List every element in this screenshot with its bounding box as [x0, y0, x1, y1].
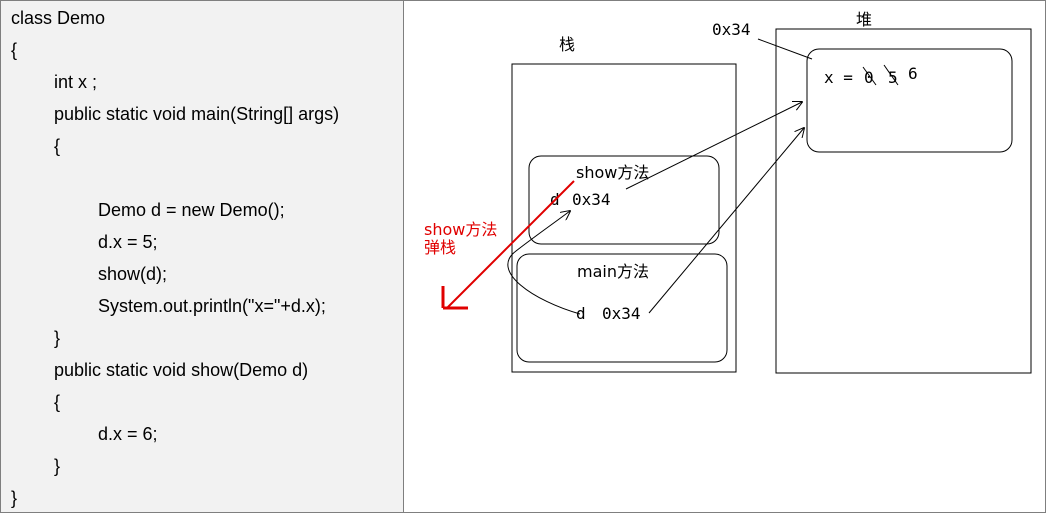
- memory-diagram-svg: 栈 show方法 d 0x34 main方法 d 0x34 堆 0x34 x =…: [424, 10, 1032, 374]
- code-line: }: [54, 456, 61, 476]
- show-ref-arrow: [625, 102, 802, 190]
- footer-strip: [0, 513, 1048, 518]
- pop-label-line1: show方法: [424, 220, 497, 239]
- code-line: {: [54, 136, 61, 156]
- code-line: }: [54, 328, 61, 348]
- code-line: {: [54, 392, 61, 412]
- code-line: }: [11, 488, 18, 508]
- param-pass-arrow: [507, 211, 581, 315]
- main-frame-var: d: [576, 304, 586, 323]
- heap-new-value: 6: [908, 64, 918, 83]
- main-frame-title: main方法: [577, 262, 649, 281]
- heap-field: x =: [824, 68, 853, 87]
- code-panel: class Demo { int x ; public static void mai…: [1, 1, 404, 512]
- code-line: int x ;: [54, 72, 98, 92]
- code-line: d.x = 5;: [98, 232, 158, 252]
- heap-label: 堆: [856, 10, 872, 29]
- show-frame-title: show方法: [576, 163, 649, 182]
- stack-label: 栈: [559, 35, 575, 54]
- strike-old-0: [862, 66, 877, 86]
- show-frame-value: 0x34: [572, 190, 611, 209]
- strike-old-1: [883, 64, 899, 86]
- code-line: System.out.println("x="+d.x);: [98, 296, 326, 316]
- code-line: public static void main(String[] args): [54, 104, 340, 124]
- stack-area: [511, 63, 737, 373]
- heap-address: 0x34: [712, 20, 751, 39]
- heap-area: [775, 28, 1032, 374]
- code-line: public static void show(Demo d): [54, 360, 309, 380]
- heap-object: [806, 48, 1013, 153]
- pop-arrow-line: [446, 180, 575, 309]
- code-line: {: [11, 40, 18, 60]
- code-line: show(d);: [98, 264, 168, 284]
- heap-old-value-0: 0: [864, 68, 874, 87]
- code-line: d.x = 6;: [98, 424, 158, 444]
- code-line: Demo d = new Demo();: [98, 200, 285, 220]
- main-ref-arrow: [648, 128, 804, 314]
- main-frame-value: 0x34: [602, 304, 641, 323]
- memory-diagram: 栈 show方法 d 0x34 main方法 d 0x34 堆 0x34 x =…: [404, 1, 1045, 512]
- pop-label-line2: 弹栈: [424, 238, 456, 257]
- code-line: class Demo: [11, 8, 106, 28]
- show-frame: [528, 155, 720, 245]
- heap-address-pointer: [757, 38, 813, 60]
- main-frame: [516, 253, 728, 363]
